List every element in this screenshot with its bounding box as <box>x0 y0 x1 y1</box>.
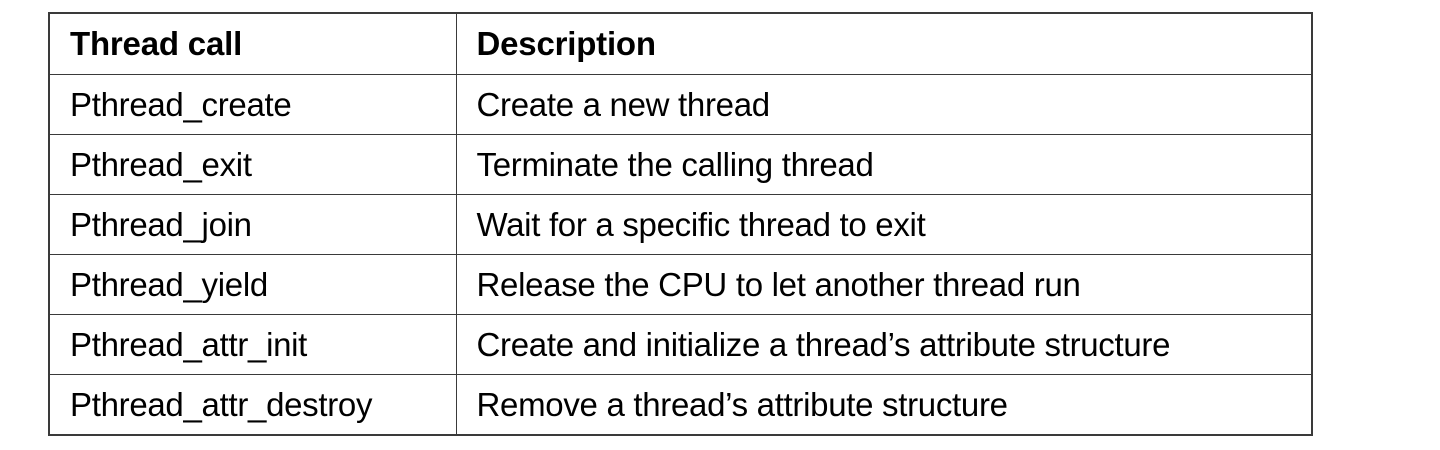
table-header-row: Thread call Description <box>49 13 1312 75</box>
table-body: Pthread_create Create a new thread Pthre… <box>49 74 1312 435</box>
table-row: Pthread_yield Release the CPU to let ano… <box>49 254 1312 315</box>
table-row: Pthread_create Create a new thread <box>49 74 1312 135</box>
column-header-thread-call: Thread call <box>49 13 457 75</box>
cell-thread-call: Pthread_exit <box>49 134 457 195</box>
cell-description: Terminate the calling thread <box>455 134 1312 195</box>
cell-thread-call: Pthread_attr_init <box>49 314 457 375</box>
cell-thread-call: Pthread_yield <box>49 254 457 315</box>
cell-thread-call: Pthread_join <box>49 194 457 255</box>
cell-description: Wait for a specific thread to exit <box>455 194 1312 255</box>
thread-calls-table: Thread call Description Pthread_create C… <box>48 12 1313 436</box>
cell-description: Remove a thread’s attribute structure <box>455 374 1312 435</box>
cell-description: Create and initialize a thread’s attribu… <box>455 314 1312 375</box>
cell-thread-call: Pthread_attr_destroy <box>49 374 457 435</box>
table-row: Pthread_join Wait for a specific thread … <box>49 194 1312 255</box>
table-row: Pthread_attr_destroy Remove a thread’s a… <box>49 374 1312 435</box>
table-header: Thread call Description <box>49 13 1312 75</box>
cell-thread-call: Pthread_create <box>49 74 457 135</box>
cell-description: Create a new thread <box>455 74 1312 135</box>
cell-description: Release the CPU to let another thread ru… <box>455 254 1312 315</box>
column-header-description: Description <box>455 13 1312 75</box>
table-row: Pthread_attr_init Create and initialize … <box>49 314 1312 375</box>
table-row: Pthread_exit Terminate the calling threa… <box>49 134 1312 195</box>
